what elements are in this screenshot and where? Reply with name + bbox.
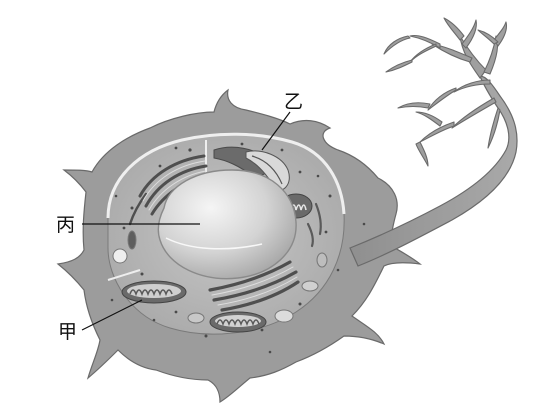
label-yi: 乙 [284,91,303,113]
label-bing: 丙 [56,214,75,236]
nucleus-seam [165,237,263,250]
cut-rim [106,132,346,219]
nucleus [157,169,297,280]
ribosome-dots [110,142,366,354]
endoplasmic-reticulum-upper-highlight [142,160,207,211]
leader-line-yi [261,111,291,151]
axon-terminal-branches [383,17,508,167]
cut-plane-line [107,269,141,281]
leader-line-jia [81,299,143,331]
leader-lines [81,111,291,331]
golgi-apparatus [213,146,290,191]
er-lower-highlight [211,266,298,306]
endoplasmic-reticulum-lower [208,260,300,312]
er-strands-right [306,202,322,248]
vesicles [112,230,328,324]
mitochondrion-jia [121,280,187,304]
label-jia: 甲 [58,321,77,343]
mitochondrion-bottom [209,311,267,333]
